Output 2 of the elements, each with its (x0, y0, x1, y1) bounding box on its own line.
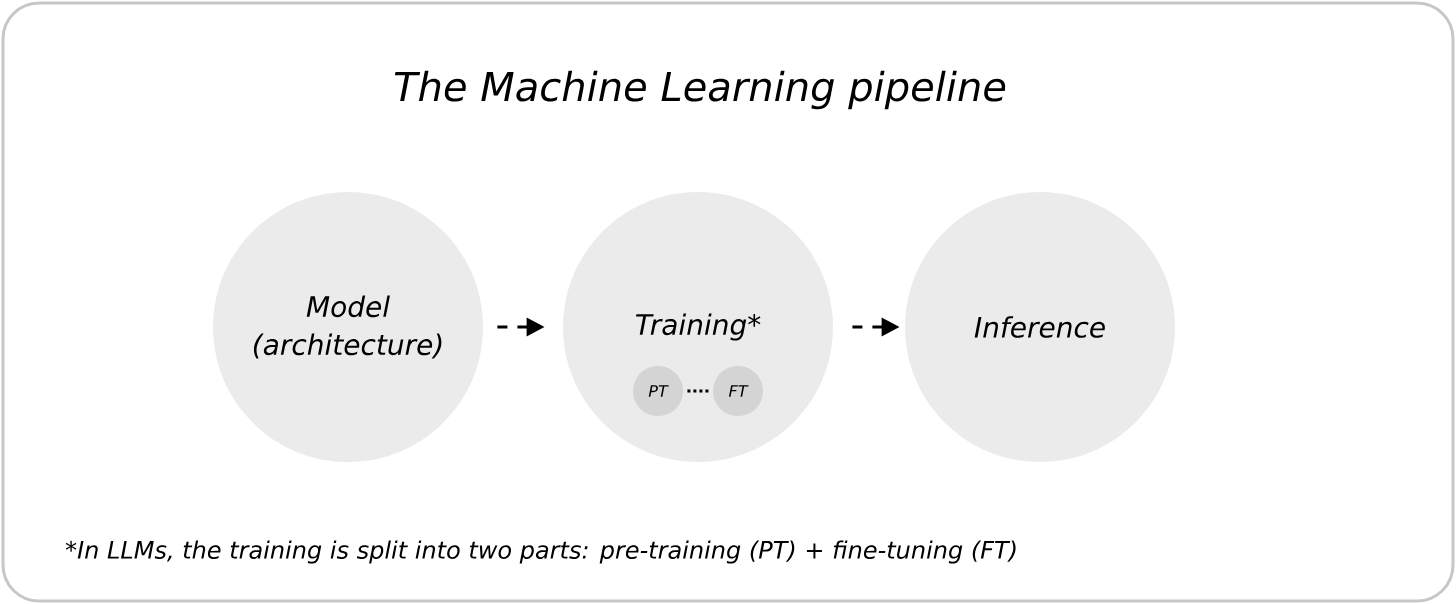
footnote: *In LLMs, the training is split into two parts: pre-training (PT) + fine-tuning (FT) (65, 540, 1016, 564)
title: The Machine Learning pipeline (394, 70, 1006, 110)
